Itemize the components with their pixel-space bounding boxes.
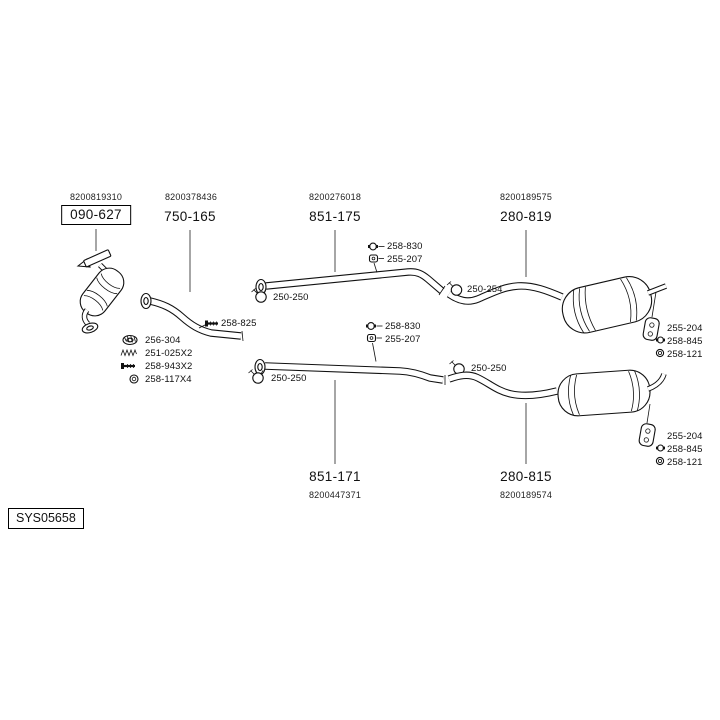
spring-icon-025 (120, 348, 137, 357)
oe-ref-rear-muffler-lower: 8200189574 (499, 490, 553, 500)
bolt-kit-icon-943 (121, 363, 135, 369)
callout-hanger-207-lower: 255-207 (385, 333, 421, 345)
clamp-icon-845-upper (656, 336, 665, 344)
rear-muffler-upper-drawing (446, 276, 667, 358)
oe-ref-centre-pipe-upper: 8200276018 (308, 192, 362, 202)
part-no-catalytic-converter: 090-627 (61, 205, 131, 225)
callout-ring-121-lower: 258-121 (667, 456, 703, 468)
nut-kit-icon-117 (129, 374, 139, 384)
callout-clamp-845-upper: 258-845 (667, 335, 703, 347)
oe-ref-centre-pipe-lower: 8200447371 (308, 490, 362, 500)
part-no-rear-muffler-lower: 280-815 (500, 469, 552, 484)
part-no-front-pipe: 750-165 (164, 209, 216, 224)
callout-clamp-830-lower: 258-830 (385, 320, 421, 332)
part-no-centre-pipe-lower: 851-171 (309, 469, 361, 484)
bolt-icon-825 (198, 320, 218, 329)
catalytic-converter-drawing (76, 249, 125, 334)
rear-muffler-lower-drawing (447, 369, 667, 466)
hanger-bracket-icon-204-lower (638, 423, 656, 447)
ring-clamp-icon-250-lower (248, 369, 264, 384)
ring-clamp-icon-254 (446, 281, 463, 296)
callout-ring-121-upper: 258-121 (667, 348, 703, 360)
callout-clamp-845-lower: 258-845 (667, 443, 703, 455)
callout-clamp-254: 250-254 (467, 284, 503, 295)
clamp-icon-845-lower (656, 444, 665, 452)
oe-ref-front-pipe: 8200378436 (164, 192, 218, 202)
callout-bolt-825: 258-825 (221, 318, 257, 329)
callout-gasket-304: 256-304 (145, 335, 181, 346)
system-code-badge: SYS05658 (8, 508, 84, 529)
callout-bracket-204-lower: 255-204 (667, 430, 703, 442)
leader-lines (95, 229, 527, 464)
part-no-rear-muffler-upper: 280-819 (500, 209, 552, 224)
washer-icon-121-lower (655, 456, 665, 466)
callout-clamp-250-lower: 250-250 (271, 372, 307, 384)
oe-ref-rear-muffler-upper: 8200189575 (499, 192, 553, 202)
callout-nut-117: 258-117X4 (145, 374, 192, 385)
clamp-icon-830-upper (368, 242, 385, 251)
callout-bolt-943: 258-943X2 (145, 361, 193, 372)
clamp-icon-830-lower (366, 322, 383, 330)
callout-bracket-204-upper: 255-204 (667, 322, 703, 334)
hanger-bracket-icon-204-upper (642, 317, 660, 341)
callout-clamp-250-rear: 250-250 (471, 363, 507, 374)
callout-clamp-830-upper: 258-830 (387, 241, 423, 252)
hanger-rubber-icon-207-upper (368, 254, 384, 273)
part-no-centre-pipe-upper: 851-175 (309, 209, 361, 224)
front-pipe-drawing (140, 292, 244, 342)
hanger-rubber-icon-207-lower (366, 333, 382, 362)
oe-ref-catalytic-converter: 8200819310 (69, 192, 123, 202)
centre-pipe-upper-drawing (255, 268, 446, 296)
centre-pipe-lower-drawing (254, 358, 446, 385)
washer-icon-121-upper (655, 348, 665, 358)
callout-clamp-250-upper: 250-250 (273, 291, 309, 303)
callout-hanger-207-upper: 255-207 (387, 253, 423, 265)
gasket-ring-icon-304 (122, 334, 138, 346)
ring-clamp-icon-250-upper (251, 288, 267, 303)
callout-spring-025: 251-025X2 (145, 348, 193, 359)
